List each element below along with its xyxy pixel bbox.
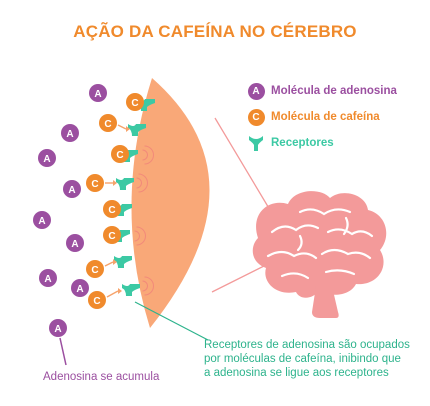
adenosine-molecule: A bbox=[38, 149, 56, 167]
svg-text:A: A bbox=[66, 129, 73, 140]
receptor-note-line-2: por moléculas de cafeína, inibindo que bbox=[204, 353, 401, 365]
caffeine-icon: C bbox=[247, 108, 265, 126]
svg-text:A: A bbox=[44, 274, 51, 285]
svg-text:A: A bbox=[54, 324, 61, 335]
caffeine-molecule: C bbox=[111, 145, 129, 163]
legend-caffeine: C Molécula de cafeína bbox=[247, 104, 397, 130]
binding-arcs bbox=[142, 276, 154, 296]
svg-text:A: A bbox=[94, 89, 101, 100]
adenosine-icon: A bbox=[247, 82, 265, 100]
diagram-title: AÇÃO DA CAFEÍNA NO CÉREBRO bbox=[73, 22, 357, 41]
caffeine-molecule: C bbox=[88, 291, 106, 309]
adenosine-molecule: A bbox=[89, 84, 107, 102]
svg-text:A: A bbox=[68, 185, 75, 196]
legend-adenosine-label: Molécula de adenosina bbox=[271, 85, 397, 97]
arrow bbox=[106, 288, 122, 298]
neuron-tissue bbox=[131, 78, 210, 328]
svg-text:C: C bbox=[108, 231, 115, 242]
caffeine-molecule: C bbox=[86, 174, 104, 192]
binding-arcs bbox=[142, 145, 154, 165]
svg-text:C: C bbox=[91, 179, 98, 190]
adenosine-molecule: A bbox=[49, 319, 67, 337]
svg-text:A: A bbox=[76, 284, 83, 295]
receptor bbox=[128, 124, 146, 136]
receptor bbox=[114, 204, 132, 216]
svg-text:A: A bbox=[43, 154, 50, 165]
caffeine-molecule: C bbox=[86, 260, 104, 278]
adenosine-note-leader bbox=[59, 337, 67, 366]
caffeine-molecule: C bbox=[103, 200, 121, 218]
adenosine-molecule: A bbox=[39, 269, 57, 287]
arrow bbox=[104, 259, 117, 267]
legend: A Molécula de adenosina C Molécula de ca… bbox=[247, 78, 397, 156]
adenosine-molecule: A bbox=[33, 211, 51, 229]
receptor bbox=[137, 99, 155, 111]
arrow bbox=[105, 180, 117, 186]
receptor-note-line-3: a adenosina se ligue aos receptores bbox=[204, 367, 389, 379]
adenosine-accumulates-note: Adenosina se acumula bbox=[43, 371, 160, 383]
receptor bbox=[120, 150, 138, 162]
svg-text:C: C bbox=[131, 98, 138, 109]
legend-caffeine-label: Molécula de cafeína bbox=[271, 111, 380, 123]
svg-text:A: A bbox=[71, 239, 78, 250]
zoom-line-bottom bbox=[211, 261, 273, 293]
brain-icon bbox=[252, 191, 387, 318]
svg-text:C: C bbox=[108, 205, 115, 216]
arrow bbox=[117, 124, 130, 132]
receptor-note-leader bbox=[134, 301, 209, 341]
adenosine-molecule: A bbox=[71, 279, 89, 297]
receptor bbox=[112, 230, 130, 242]
caffeine-molecule: C bbox=[126, 93, 144, 111]
binding-arcs bbox=[134, 226, 146, 246]
svg-text:A: A bbox=[38, 216, 45, 227]
legend-adenosine: A Molécula de adenosina bbox=[247, 78, 397, 104]
receptor bbox=[114, 256, 132, 268]
adenosine-molecule: A bbox=[61, 124, 79, 142]
svg-text:C: C bbox=[93, 296, 100, 307]
svg-text:C: C bbox=[116, 150, 123, 161]
receptor bbox=[116, 178, 134, 190]
legend-receptors: Receptores bbox=[247, 130, 397, 156]
receptor-icon bbox=[249, 136, 263, 151]
binding-arcs bbox=[136, 173, 148, 193]
svg-text:C: C bbox=[104, 119, 111, 130]
svg-text:C: C bbox=[91, 265, 98, 276]
adenosine-molecule: A bbox=[66, 234, 84, 252]
receptor-occupied-note: Receptores de adenosina são ocupados por… bbox=[204, 338, 410, 380]
caffeine-molecule: C bbox=[99, 114, 117, 132]
legend-receptors-label: Receptores bbox=[271, 137, 334, 149]
receptor-note-line-1: Receptores de adenosina são ocupados bbox=[204, 339, 410, 351]
caffeine-molecule: C bbox=[103, 226, 121, 244]
receptor bbox=[122, 284, 140, 296]
adenosine-molecule: A bbox=[63, 180, 81, 198]
